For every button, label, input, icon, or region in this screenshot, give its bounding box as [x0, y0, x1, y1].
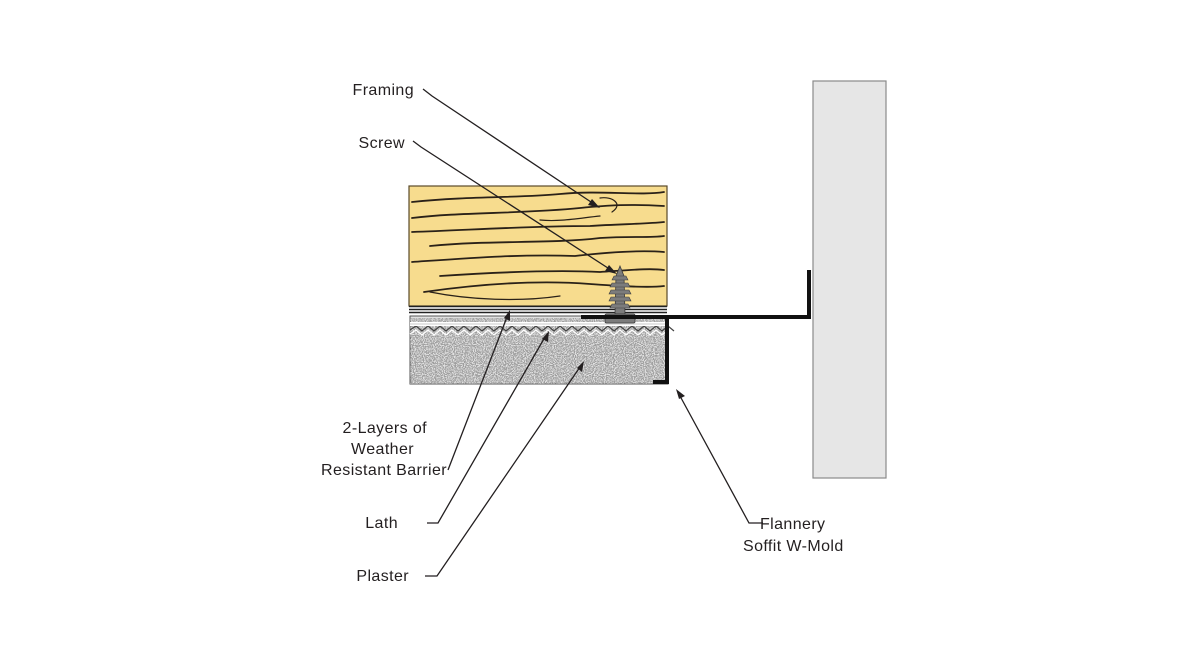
arrow-barrier [504, 310, 510, 321]
soffit-w-mold [581, 270, 811, 384]
arrow-lath [542, 331, 549, 342]
label-screw: Screw [359, 135, 405, 152]
arrow-mold [676, 389, 685, 399]
leader-plaster [425, 366, 581, 577]
leader-barrier [447, 316, 508, 471]
leader-framing [422, 88, 595, 205]
leader-lath [427, 336, 546, 524]
label-framing: Framing [353, 82, 414, 99]
screw [604, 264, 636, 324]
plaster-layer [409, 315, 669, 385]
label-barrier-line1: 2-Layers of [343, 420, 428, 437]
arrow-framing [588, 199, 600, 208]
label-barrier-line3: Resistant Barrier [321, 462, 447, 479]
leader-lines [412, 88, 763, 577]
arrow-plaster [577, 361, 584, 372]
wood-grain [411, 191, 665, 301]
lath-layer [409, 322, 675, 336]
wall-panel [812, 80, 887, 479]
leader-screw [412, 140, 612, 271]
leader-mold [679, 395, 763, 524]
label-lath: Lath [365, 515, 398, 532]
arrow-screw [605, 265, 617, 274]
label-mold-line1: Flannery [760, 516, 825, 533]
framing-member [408, 185, 668, 307]
label-plaster: Plaster [356, 568, 409, 585]
label-barrier-line2: Weather [351, 441, 414, 458]
label-mold-line2: Soffit W-Mold [743, 538, 844, 555]
